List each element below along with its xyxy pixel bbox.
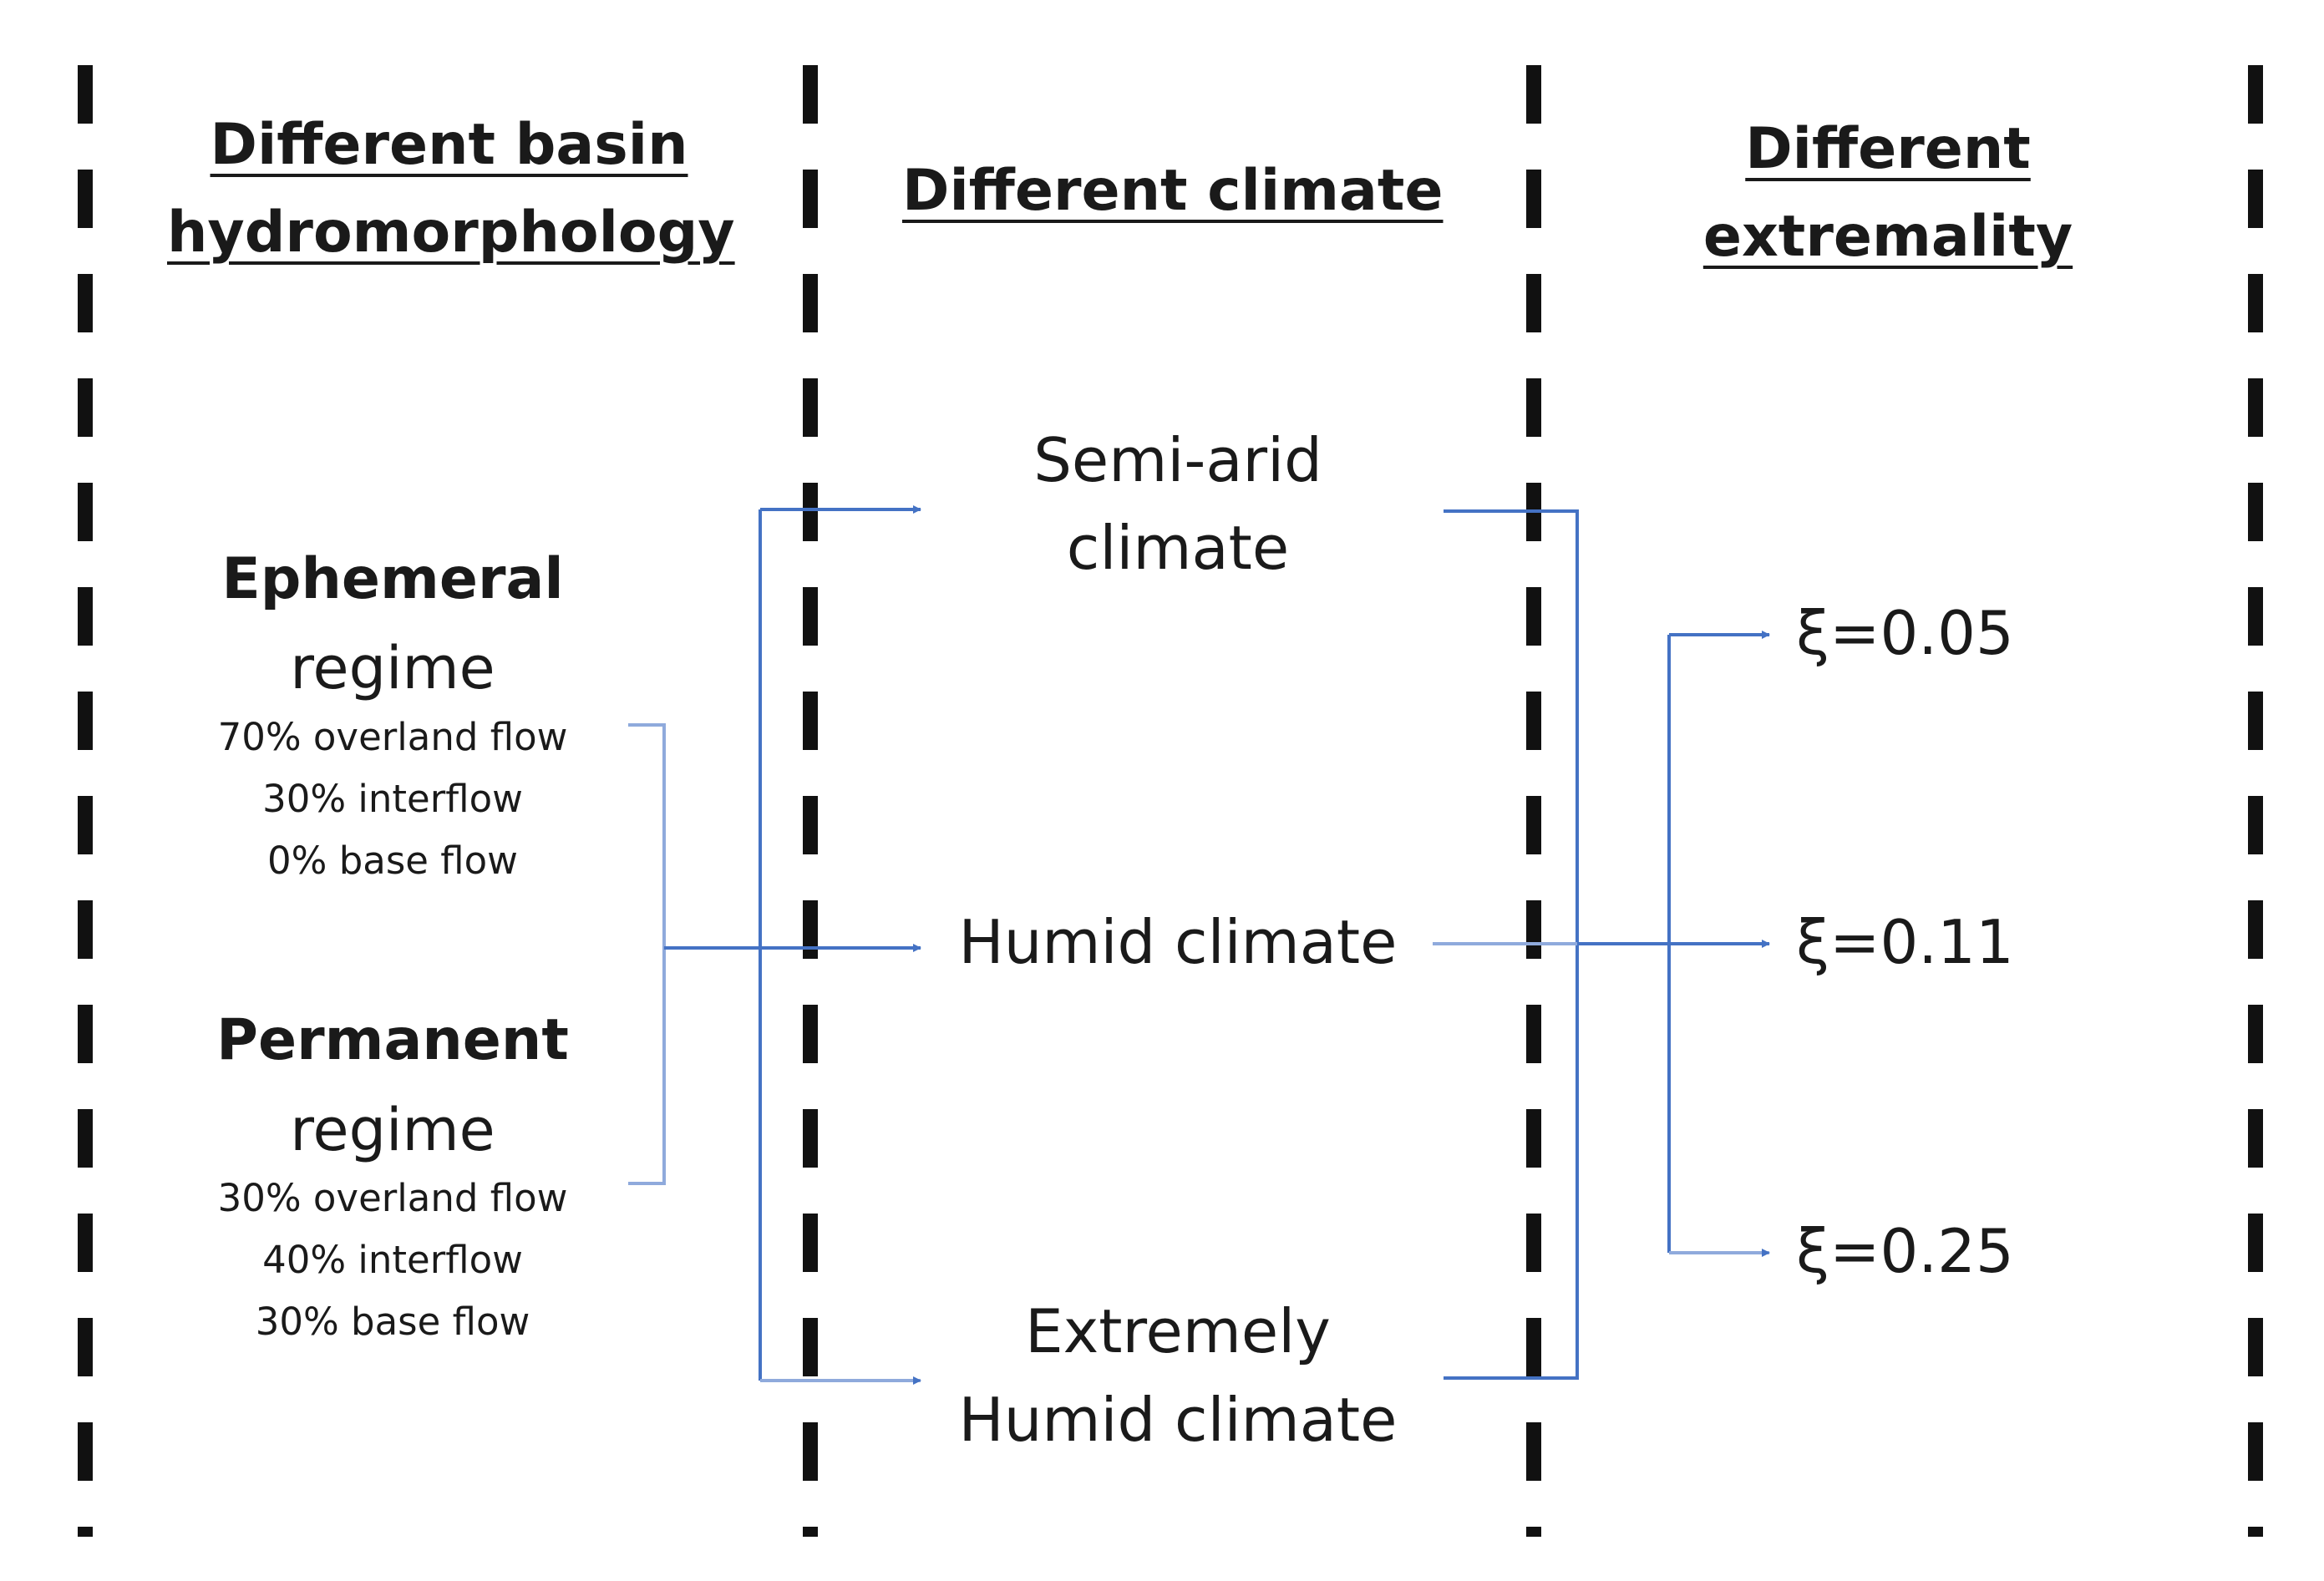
extremality-value-011: ξ=0.11 [1796,907,2014,977]
climate-extremely-humid-line1: Extremely [1025,1296,1331,1366]
regime-bracket-line [628,723,666,1185]
regime-to-climate-connectors [664,505,921,1385]
regime-permanent-label: regime [290,1096,495,1164]
regime-ephemeral-label: regime [290,634,495,702]
regime-permanent-baseflow: 30% base flow [255,1300,530,1344]
regime-ephemeral-name: Ephemeral [221,546,564,612]
regime-ephemeral-overland: 70% overland flow [217,715,568,759]
climate-to-extremality-connectors [1577,631,1770,1257]
climate-humid: Humid climate [958,907,1398,977]
climate-semi-arid-line1: Semi-arid [1033,425,1322,495]
regime-permanent-interflow: 40% interflow [262,1238,523,1282]
climate-extremely-humid-line2: Humid climate [958,1385,1398,1455]
header-hydromorphology-line2: hydromorphology [167,200,735,266]
regime-ephemeral-baseflow: 0% base flow [267,839,518,883]
header-hydromorphology-line1: Different basin [210,112,688,178]
header-extremality-line1: Different [1745,116,2031,182]
extremality-value-005: ξ=0.05 [1796,598,2014,668]
regime-permanent-overland: 30% overland flow [217,1176,568,1220]
header-extremality-line2: extremality [1702,204,2073,270]
column-dividers [78,65,2263,1537]
extremality-value-025: ξ=0.25 [1796,1216,2014,1286]
climate-semi-arid-line2: climate [1066,513,1290,583]
regime-bracket [628,723,666,1185]
regime-permanent-name: Permanent [216,1007,569,1073]
header-climate: Different climate [902,158,1444,224]
regime-ephemeral-interflow: 30% interflow [262,777,523,821]
climate-bracket [1433,509,1579,1380]
